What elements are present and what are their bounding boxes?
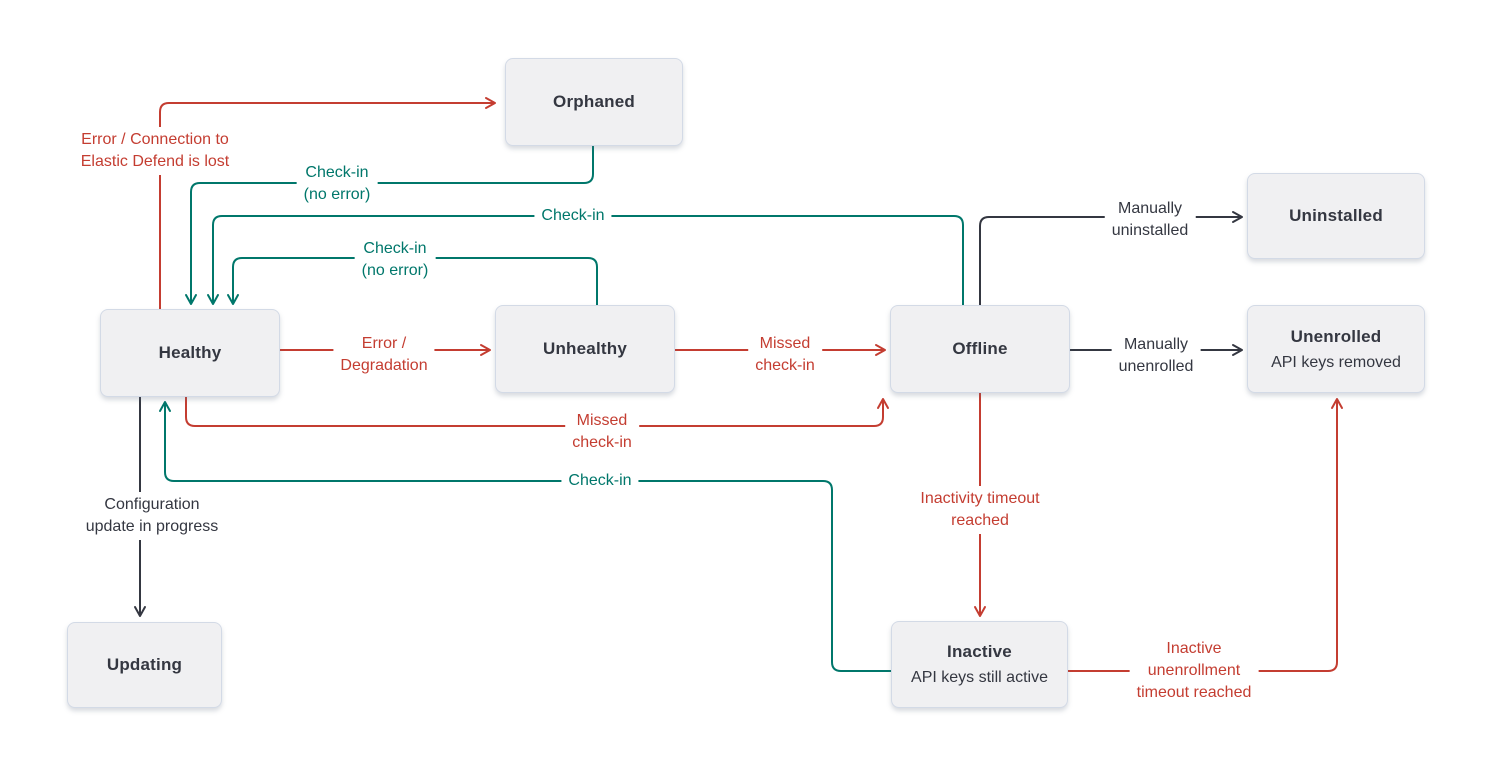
state-node-updating: Updating	[67, 622, 222, 708]
edge-label-missed-checkin-bottom: Missed check-in	[565, 408, 639, 456]
edge-offline-to-healthy	[207, 215, 964, 305]
state-node-healthy-title: Healthy	[158, 343, 222, 362]
edge-label-checkin-no-error-unhealthy: Check-in (no error)	[354, 236, 436, 284]
state-node-offline: Offline	[890, 305, 1070, 393]
edge-label-checkin-no-error-orphaned: Check-in (no error)	[296, 160, 378, 208]
state-node-orphaned: Orphaned	[505, 58, 683, 146]
state-node-healthy: Healthy	[100, 309, 280, 397]
state-node-inactive-title: Inactive	[947, 642, 1012, 661]
edge-label-checkin-offline: Check-in	[534, 203, 612, 229]
state-node-unenrolled-title: Unenrolled	[1290, 326, 1382, 346]
edge-inactive-to-healthy	[159, 401, 891, 672]
state-node-updating-title: Updating	[106, 655, 183, 674]
state-node-offline-title: Offline	[952, 339, 1008, 358]
edge-label-error-connection: Error / Connection to Elastic Defend is …	[73, 127, 237, 175]
edge-orphaned-to-healthy	[185, 146, 594, 305]
edge-healthy-to-orphaned	[159, 97, 496, 309]
state-node-uninstalled: Uninstalled	[1247, 173, 1425, 259]
edge-label-error-degradation: Error / Degradation	[333, 331, 435, 379]
state-node-unenrolled: Unenrolled API keys removed	[1247, 305, 1425, 393]
state-node-inactive: Inactive API keys still active	[891, 621, 1068, 708]
state-node-orphaned-title: Orphaned	[553, 92, 635, 111]
state-node-uninstalled-title: Uninstalled	[1289, 206, 1383, 225]
edge-healthy-to-offline-missed-checkin	[185, 397, 889, 427]
edge-label-checkin-inactive: Check-in	[561, 468, 639, 494]
edge-label-inactive-unenrollment-timeout: Inactive unenrollment timeout reached	[1129, 636, 1259, 706]
edge-label-manually-unenrolled: Manually unenrolled	[1111, 332, 1201, 380]
edge-label-inactivity-timeout: Inactivity timeout reached	[913, 486, 1047, 534]
edge-label-config-update: Configuration update in progress	[78, 492, 226, 540]
state-node-unenrolled-subtitle: API keys removed	[1271, 353, 1401, 371]
edge-offline-to-uninstalled	[979, 211, 1243, 305]
state-node-unhealthy: Unhealthy	[495, 305, 675, 393]
edge-inactive-to-unenrolled	[1068, 398, 1343, 672]
state-node-inactive-subtitle: API keys still active	[911, 669, 1048, 686]
edge-label-missed-checkin-top: Missed check-in	[748, 331, 822, 379]
edge-label-manually-uninstalled: Manually uninstalled	[1104, 196, 1196, 244]
state-node-unhealthy-title: Unhealthy	[543, 339, 627, 358]
